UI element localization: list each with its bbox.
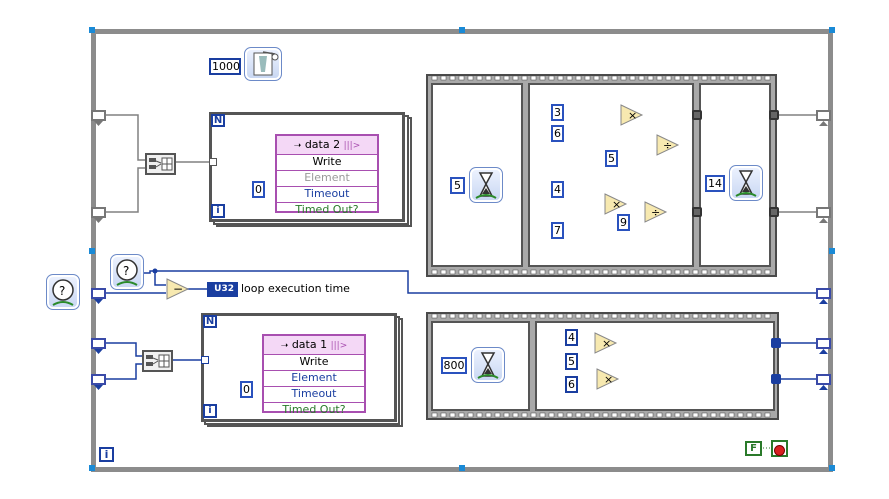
loop-resize-handle[interactable] bbox=[829, 465, 835, 471]
shift-register-right[interactable] bbox=[816, 288, 831, 304]
queue-timed-out[interactable]: Timed Out? bbox=[282, 403, 346, 416]
u32-indicator[interactable]: U32 bbox=[207, 282, 238, 297]
stop-constant[interactable]: F bbox=[745, 441, 762, 456]
divide-icon[interactable]: ÷ bbox=[644, 201, 668, 223]
wait-ms-icon[interactable] bbox=[471, 347, 505, 383]
enqueue-node-data2[interactable]: ➝ data 2 |||> Write Element Timeout Time… bbox=[275, 134, 379, 216]
wait-ms-icon[interactable] bbox=[729, 165, 763, 201]
constant-9[interactable]: 9 bbox=[617, 214, 630, 231]
loop-resize-handle[interactable] bbox=[829, 248, 835, 254]
shift-register-left[interactable] bbox=[91, 110, 106, 126]
svg-text:?: ? bbox=[123, 264, 129, 278]
for-loop-count[interactable]: N bbox=[203, 315, 217, 328]
enqueue-node-data1[interactable]: ➝ data 1 |||> Write Element Timeout Time… bbox=[262, 334, 366, 416]
wait-constant[interactable]: 5 bbox=[450, 177, 465, 194]
constant-5[interactable]: 5 bbox=[605, 150, 618, 167]
multiply-icon[interactable]: × bbox=[594, 332, 618, 354]
svg-text:×: × bbox=[628, 109, 637, 122]
shift-register-left[interactable] bbox=[91, 207, 106, 223]
constant-5[interactable]: 5 bbox=[565, 353, 578, 370]
shift-register-right[interactable] bbox=[816, 207, 831, 223]
ms-constant[interactable]: 1000 bbox=[209, 58, 241, 75]
multiply-icon[interactable]: × bbox=[604, 193, 628, 215]
timeout-constant[interactable]: 0 bbox=[252, 181, 265, 198]
svg-text:×: × bbox=[602, 337, 611, 350]
indicator-label: loop execution time bbox=[241, 282, 350, 295]
wait-constant[interactable]: 800 bbox=[441, 357, 467, 374]
constant-4[interactable]: 4 bbox=[551, 181, 564, 198]
queue-timeout[interactable]: Timeout bbox=[264, 387, 364, 403]
shift-register-right[interactable] bbox=[816, 110, 831, 126]
wait-ms-icon[interactable] bbox=[469, 167, 503, 203]
loop-resize-handle[interactable] bbox=[459, 465, 465, 471]
iteration-terminal[interactable]: i bbox=[99, 447, 114, 462]
stop-condition-icon[interactable] bbox=[771, 440, 788, 457]
sequence-tunnel bbox=[771, 338, 781, 348]
sequence-tunnel bbox=[692, 207, 702, 217]
bundle-cluster[interactable] bbox=[142, 350, 173, 372]
svg-text:?: ? bbox=[59, 284, 65, 298]
loop-resize-handle[interactable] bbox=[829, 27, 835, 33]
svg-text:÷: ÷ bbox=[663, 139, 672, 152]
shift-register-left[interactable] bbox=[91, 374, 106, 390]
svg-text:×: × bbox=[604, 373, 613, 386]
loop-resize-handle[interactable] bbox=[89, 465, 95, 471]
timeout-constant[interactable]: 0 bbox=[240, 381, 253, 398]
svg-text:×: × bbox=[612, 198, 621, 211]
film-sprockets bbox=[431, 75, 771, 275]
queue-mode: Write bbox=[277, 155, 377, 171]
queue-mode: Write bbox=[264, 355, 364, 371]
queue-element[interactable]: Element bbox=[264, 371, 364, 387]
sequence-tunnel bbox=[769, 207, 779, 217]
tick-count-icon[interactable]: ? bbox=[110, 254, 144, 290]
tick-count-icon[interactable]: ? bbox=[46, 274, 80, 310]
queue-timed-out[interactable]: Timed Out? bbox=[295, 203, 359, 216]
for-loop-iteration[interactable]: i bbox=[203, 404, 217, 418]
constant-4[interactable]: 4 bbox=[565, 329, 578, 346]
shift-register-left[interactable] bbox=[91, 288, 106, 304]
loop-resize-handle[interactable] bbox=[89, 248, 95, 254]
loop-resize-handle[interactable] bbox=[459, 27, 465, 33]
shift-register-right[interactable] bbox=[816, 338, 831, 354]
shift-register-right[interactable] bbox=[816, 374, 831, 390]
for-loop-count[interactable]: N bbox=[211, 114, 225, 127]
sequence-tunnel bbox=[692, 110, 702, 120]
auto-index-tunnel[interactable] bbox=[201, 356, 209, 364]
bundle-cluster[interactable] bbox=[145, 153, 176, 175]
constant-6[interactable]: 6 bbox=[551, 125, 564, 142]
loop-resize-handle[interactable] bbox=[89, 27, 95, 33]
constant-7[interactable]: 7 bbox=[551, 222, 564, 239]
for-loop-iteration[interactable]: i bbox=[211, 204, 225, 218]
shift-register-left[interactable] bbox=[91, 338, 106, 354]
divide-icon[interactable]: ÷ bbox=[656, 134, 680, 156]
queue-element[interactable]: Element bbox=[277, 171, 377, 187]
queue-timeout[interactable]: Timeout bbox=[277, 187, 377, 203]
wait-until-next-ms-multiple-icon[interactable] bbox=[244, 47, 282, 81]
svg-text:÷: ÷ bbox=[651, 206, 660, 219]
subtract-icon[interactable]: − bbox=[166, 278, 190, 300]
svg-text:−: − bbox=[173, 282, 183, 296]
constant-3[interactable]: 3 bbox=[551, 104, 564, 121]
multiply-icon[interactable]: × bbox=[620, 104, 644, 126]
wait-constant[interactable]: 14 bbox=[705, 175, 725, 192]
sequence-tunnel bbox=[771, 374, 781, 384]
sequence-tunnel bbox=[769, 110, 779, 120]
multiply-icon[interactable]: × bbox=[596, 368, 620, 390]
auto-index-tunnel[interactable] bbox=[209, 158, 217, 166]
film-sprockets bbox=[431, 313, 771, 418]
constant-6[interactable]: 6 bbox=[565, 376, 578, 393]
